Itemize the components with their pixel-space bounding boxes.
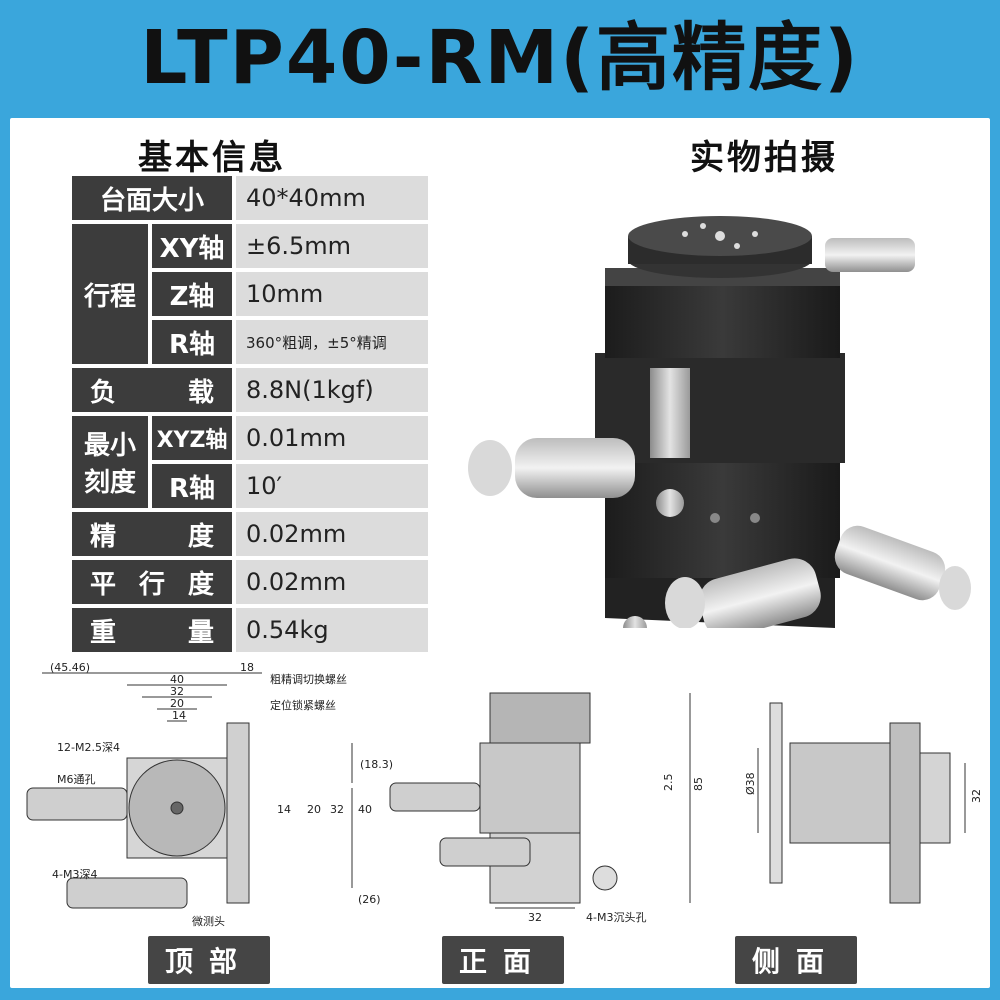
spec-sublabel: R轴 xyxy=(152,464,232,508)
spec-row-weight: 重 量 0.54kg xyxy=(72,608,428,652)
spec-value: 360°粗调，±5°精调 xyxy=(236,320,428,364)
dim-label: (45.46) xyxy=(50,663,90,674)
product-photo xyxy=(468,216,971,628)
callout-label: 微测头 xyxy=(192,914,225,928)
spec-row-min-scale-xyz: XYZ轴 0.01mm xyxy=(72,416,428,460)
spec-value: 0.54kg xyxy=(236,608,428,652)
dim-label: 20 xyxy=(307,803,321,816)
spec-label-part: 重 xyxy=(90,617,117,648)
spec-label-part: 平 xyxy=(90,569,117,600)
spec-value: 40*40mm xyxy=(236,176,428,220)
spec-label: 重 量 xyxy=(72,608,232,652)
dim-label: 32 xyxy=(970,789,983,803)
spec-label-part: 刻度 xyxy=(83,468,136,498)
spec-label-part: 量 xyxy=(187,617,214,648)
dim-label: 14 xyxy=(172,709,186,722)
dim-label: (26) xyxy=(358,893,381,906)
basic-info-heading: 基本信息 xyxy=(138,138,286,178)
spec-label: 精 度 xyxy=(72,512,232,556)
callout-label: 定位锁紧螺丝 xyxy=(270,698,336,712)
content-card: 基本信息 实物拍摄 台面大小 40*40mm 行程 XY轴 ±6.5mm Z轴 … xyxy=(10,118,990,988)
spec-row-travel-z: Z轴 10mm xyxy=(72,272,428,316)
spec-row-accuracy: 精 度 0.02mm xyxy=(72,512,428,556)
dim-label: 40 xyxy=(358,803,372,816)
spec-label-part: 载 xyxy=(187,377,214,408)
spec-value: 0.02mm xyxy=(236,560,428,604)
spec-value: 0.02mm xyxy=(236,512,428,556)
photo-heading: 实物拍摄 xyxy=(690,138,838,178)
callout-label: 4-M3深4 xyxy=(52,868,97,881)
view-label-front: 正面 xyxy=(442,936,564,984)
spec-sublabel: R轴 xyxy=(152,320,232,364)
spec-row-travel-r: R轴 360°粗调，±5°精调 xyxy=(72,320,428,364)
spec-sublabel: Z轴 xyxy=(152,272,232,316)
dim-label: 32 xyxy=(330,803,344,816)
spec-label: 台面大小 xyxy=(72,176,232,220)
spec-label-min-scale: 最小 刻度 xyxy=(72,416,148,508)
spec-row-load: 负 载 8.8N(1kgf) xyxy=(72,368,428,412)
side-view-drawing: Ø38 32 xyxy=(744,702,983,904)
spec-label-part: 负 xyxy=(90,377,117,408)
spec-label-part: 度 xyxy=(187,521,214,552)
spec-value: 0.01mm xyxy=(236,416,428,460)
view-label-top: 顶部 xyxy=(148,936,270,984)
spec-label: 平 行 度 xyxy=(72,560,232,604)
spec-sublabel: XYZ轴 xyxy=(152,416,232,460)
spec-label-part: 度 xyxy=(187,569,214,600)
spec-label-part: 最小 xyxy=(83,431,136,461)
dim-label: 32 xyxy=(528,911,542,924)
spec-value: 8.8N(1kgf) xyxy=(236,368,428,412)
dim-label: 2.5 xyxy=(662,774,675,792)
spec-value: ±6.5mm xyxy=(236,224,428,268)
spec-label: 负 载 xyxy=(72,368,232,412)
dim-label: 14 xyxy=(277,803,291,816)
dim-label: 20 xyxy=(170,697,184,710)
spec-row-table-size: 台面大小 40*40mm xyxy=(72,176,428,220)
view-label-side: 侧面 xyxy=(735,936,857,984)
header-banner: LTP40-RM(高精度) xyxy=(0,0,1000,118)
spec-label-part: 行 xyxy=(138,569,165,600)
dim-label: (18.3) xyxy=(360,758,393,771)
spec-value: 10mm xyxy=(236,272,428,316)
spec-sublabel: XY轴 xyxy=(152,224,232,268)
spec-label-travel: 行程 xyxy=(72,224,148,364)
dim-label: 85 xyxy=(692,777,705,791)
dim-label: 18 xyxy=(240,663,254,674)
dim-label: 40 xyxy=(170,673,184,686)
dim-label: 32 xyxy=(170,685,184,698)
callout-label: 粗精调切换螺丝 xyxy=(270,672,347,686)
dim-label: Ø38 xyxy=(744,772,757,795)
page-title: LTP40-RM(高精度) xyxy=(140,15,860,101)
callout-label: 4-M3沉头孔 xyxy=(586,911,646,924)
spec-label-part: 精 xyxy=(90,521,117,552)
callout-label: M6通孔 xyxy=(57,773,96,786)
spec-row-min-scale-r: R轴 10′ xyxy=(72,464,428,508)
top-view-drawing: (45.46) 40 32 20 14 18 (18.3) 14 20 32 4… xyxy=(26,663,393,928)
front-view-drawing: 2.5 85 32 4-M3沉头孔 xyxy=(389,692,705,924)
spec-value: 10′ xyxy=(236,464,428,508)
callout-label: 12-M2.5深4 xyxy=(57,741,120,754)
spec-row-parallelism: 平 行 度 0.02mm xyxy=(72,560,428,604)
spec-row-travel-xy: XY轴 ±6.5mm xyxy=(72,224,428,268)
